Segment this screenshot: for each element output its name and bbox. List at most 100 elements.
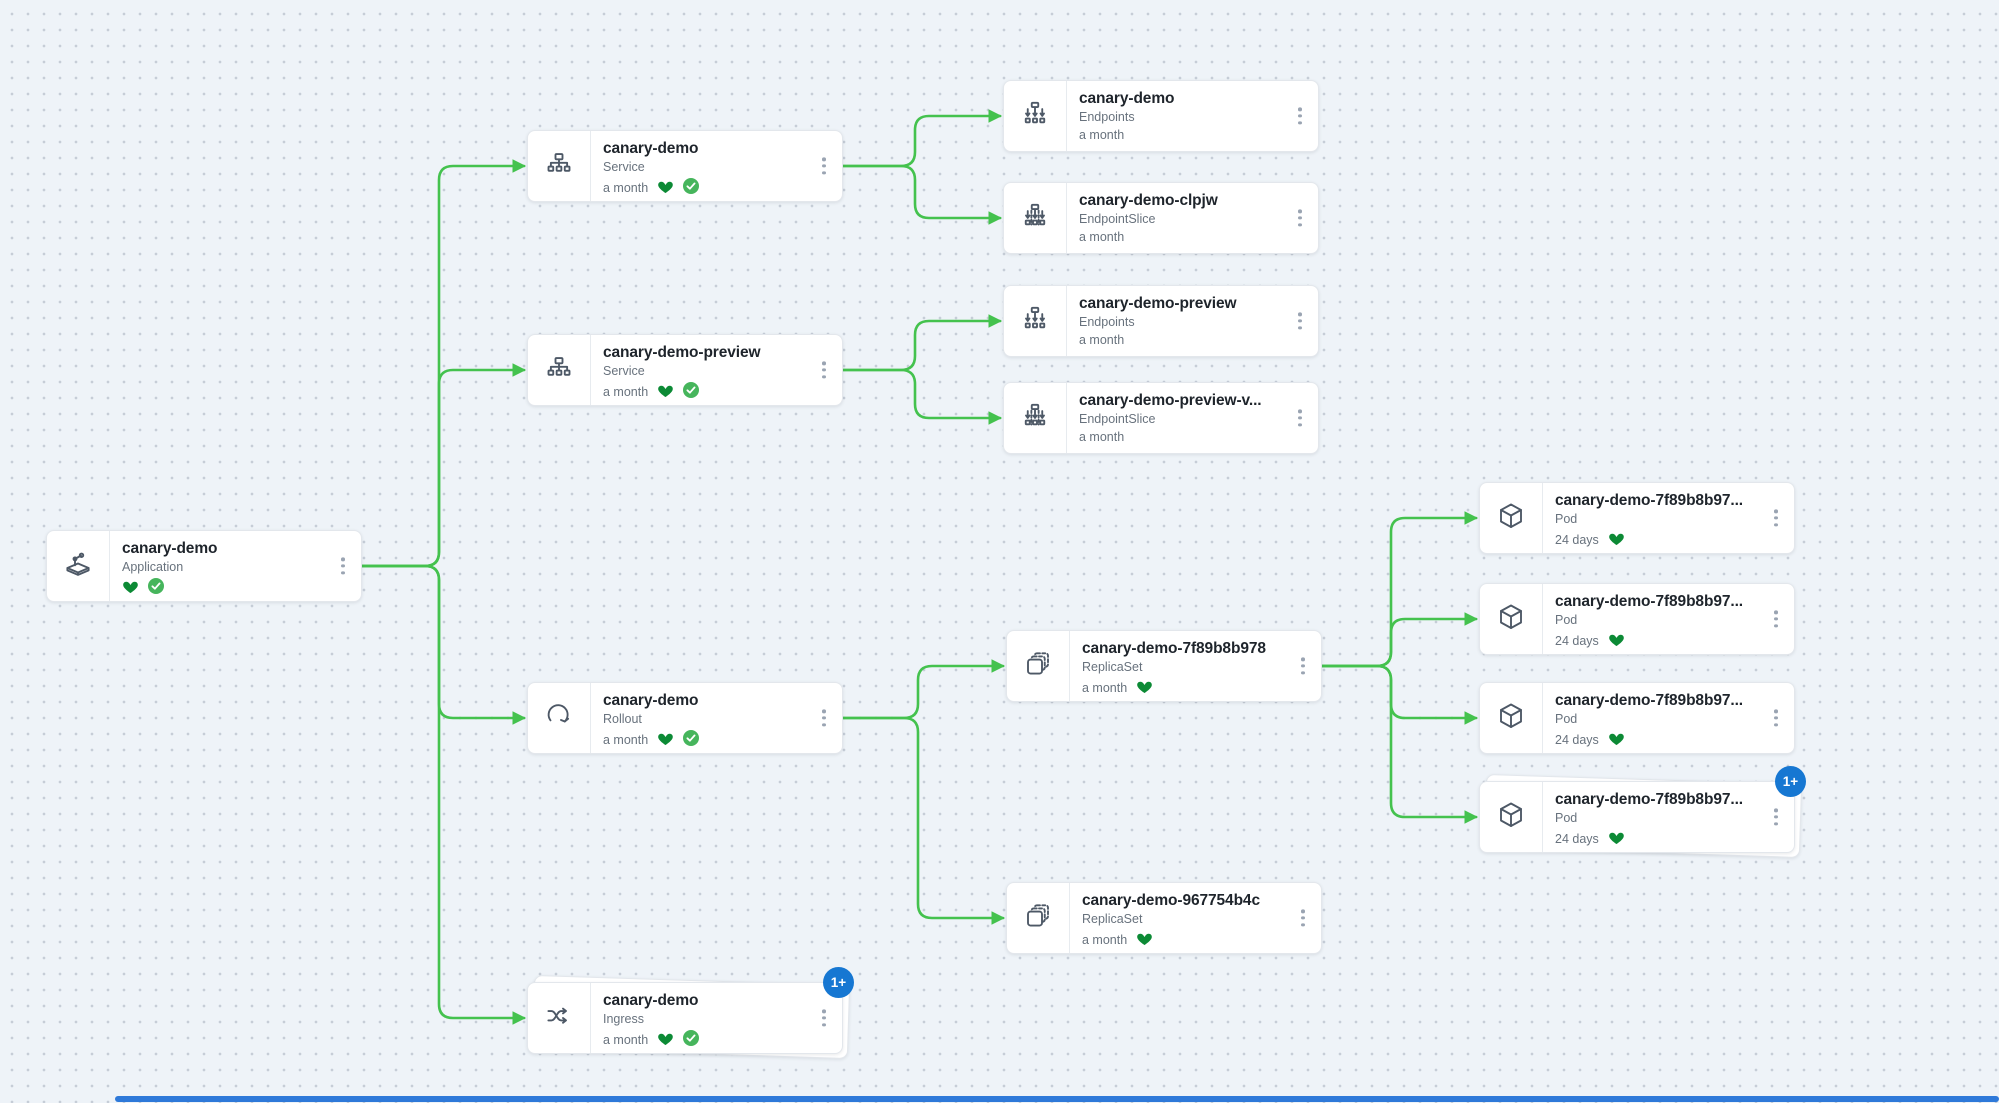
sync-ok-icon (148, 578, 164, 597)
resource-age: a month (1082, 932, 1128, 947)
health-heart-icon (1608, 530, 1625, 549)
resource-kind: Pod (1555, 811, 1578, 825)
resource-kind: EndpointSlice (1079, 412, 1156, 426)
resource-kind: Endpoints (1079, 315, 1135, 329)
resource-name: canary-demo-7f89b8b97... (1555, 791, 1743, 808)
resource-age: a month (1079, 333, 1125, 347)
resource-kind: Service (603, 160, 645, 174)
resource-age: 24 days (1555, 532, 1599, 547)
kebab-menu-icon[interactable] (819, 357, 829, 382)
pod-icon (1496, 602, 1526, 637)
kebab-menu-icon[interactable] (1771, 705, 1781, 730)
resource-name: canary-demo (603, 692, 699, 709)
resource-name: canary-demo-preview (603, 344, 761, 361)
resource-kind: Service (603, 364, 645, 378)
resource-age: a month (603, 384, 649, 399)
resource-kind: Rollout (603, 712, 642, 726)
resource-age: a month (603, 732, 649, 747)
service-icon (544, 353, 574, 388)
resource-name: canary-demo-7f89b8b978 (1082, 640, 1266, 657)
resource-name: canary-demo-967754b4c (1082, 892, 1260, 909)
resource-age: a month (1082, 680, 1128, 695)
resource-name: canary-demo-7f89b8b97... (1555, 593, 1743, 610)
replicaset-icon (1023, 901, 1053, 936)
resource-node-pod1[interactable]: canary-demo-7f89b8b97... Pod 24 days (1479, 482, 1795, 554)
more-items-badge[interactable]: 1+ (823, 967, 854, 998)
sync-ok-icon (683, 382, 700, 401)
resource-kind: Pod (1555, 712, 1578, 726)
resource-node-eps2[interactable]: canary-demo-preview-v... EndpointSlice a m… (1003, 382, 1319, 454)
kebab-menu-icon[interactable] (1771, 804, 1781, 829)
replicaset-icon (1023, 649, 1053, 684)
health-heart-icon (1136, 678, 1153, 697)
resource-name: canary-demo (122, 540, 218, 557)
more-items-badge[interactable]: 1+ (1775, 766, 1806, 797)
application-icon (63, 549, 93, 584)
resource-name: canary-demo-7f89b8b97... (1555, 692, 1743, 709)
sync-ok-icon (683, 730, 700, 749)
kebab-menu-icon[interactable] (1295, 103, 1305, 128)
resource-name: canary-demo-preview-v... (1079, 392, 1262, 409)
resource-name: canary-demo (1079, 90, 1175, 107)
pod-icon (1496, 701, 1526, 736)
resource-age: a month (1079, 128, 1125, 142)
kebab-menu-icon[interactable] (819, 153, 829, 178)
resource-kind: EndpointSlice (1079, 212, 1156, 226)
resource-name: canary-demo-7f89b8b97... (1555, 492, 1743, 509)
health-heart-icon (1608, 730, 1625, 749)
service-icon (544, 149, 574, 184)
kebab-menu-icon[interactable] (1295, 205, 1305, 230)
resource-name: canary-demo (603, 140, 699, 157)
sync-ok-icon (683, 1030, 700, 1049)
kebab-menu-icon[interactable] (1771, 505, 1781, 530)
resource-kind: Endpoints (1079, 110, 1135, 124)
resource-kind: ReplicaSet (1082, 912, 1143, 926)
kebab-menu-icon[interactable] (1298, 653, 1308, 678)
health-heart-icon (657, 382, 674, 401)
resource-age: 24 days (1555, 633, 1599, 648)
horizontal-scrollbar[interactable] (115, 1096, 1999, 1102)
kebab-menu-icon[interactable] (819, 705, 829, 730)
resource-kind: ReplicaSet (1082, 660, 1143, 674)
health-heart-icon (1608, 631, 1625, 650)
rollout-icon (544, 701, 574, 736)
health-heart-icon (122, 578, 139, 597)
resource-name: canary-demo (603, 992, 699, 1009)
kebab-menu-icon[interactable] (1771, 606, 1781, 631)
endpoints-icon (1020, 304, 1050, 339)
endpoints-icon (1020, 99, 1050, 134)
resource-name: canary-demo-preview (1079, 295, 1237, 312)
kebab-menu-icon[interactable] (819, 1005, 829, 1030)
kebab-menu-icon[interactable] (1298, 905, 1308, 930)
resource-kind: Application (122, 560, 184, 574)
endpointslice-icon (1020, 401, 1050, 436)
kebab-menu-icon[interactable] (1295, 405, 1305, 430)
resource-age: a month (603, 1032, 649, 1047)
kebab-menu-icon[interactable] (338, 553, 348, 578)
health-heart-icon (657, 730, 674, 749)
health-heart-icon (657, 178, 674, 197)
health-heart-icon (1136, 930, 1153, 949)
ingress-icon (544, 1001, 574, 1036)
resource-kind: Pod (1555, 512, 1578, 526)
pod-icon (1496, 800, 1526, 835)
resource-age: a month (1079, 430, 1125, 444)
resource-name: canary-demo-clpjw (1079, 192, 1218, 209)
pod-icon (1496, 501, 1526, 536)
resource-age: 24 days (1555, 831, 1599, 846)
kebab-menu-icon[interactable] (1295, 308, 1305, 333)
resource-node-pod4[interactable]: canary-demo-7f89b8b97... Pod 24 days 1+ (1479, 766, 1806, 853)
